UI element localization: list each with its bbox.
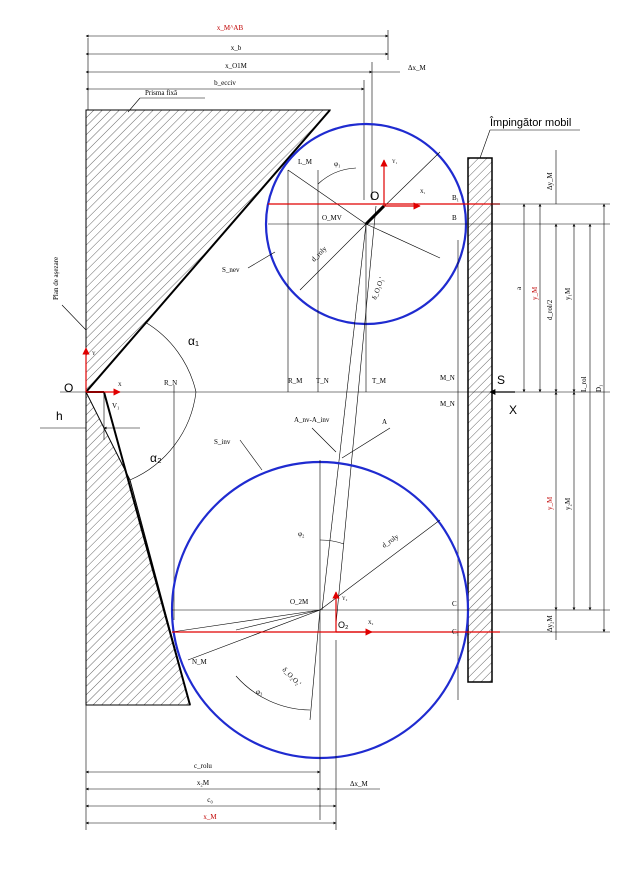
bottom-dim2-label: x₂M xyxy=(197,779,210,787)
right-dimensions: Δy_M a y_M d_rol/2 y₁M L_rol D₁ y_M y₂M … xyxy=(490,150,610,640)
axis-x-label: X xyxy=(118,383,122,388)
point-b1-label: B₁ xyxy=(452,194,459,202)
axis-y-label: Y xyxy=(92,352,96,357)
bottom-red-label: x_M xyxy=(203,813,217,821)
oo-upper-label: δ_O₁O₁' xyxy=(370,276,385,300)
right-dim-y1-red-label: y_M xyxy=(531,286,539,300)
arrow-x-label: X xyxy=(509,403,517,417)
point-r-left-label: R_N xyxy=(164,379,177,387)
top-dim3-right-label: Δx_M xyxy=(408,64,427,72)
top-dim2-label: x_b xyxy=(231,44,242,52)
a-range-label: A_nv-A_inv xyxy=(294,416,330,424)
bottom-dim2-right-label: Δx_M xyxy=(350,780,369,788)
top-dim4-label: b_ecciv xyxy=(214,79,236,87)
s-inv-label: S_inv xyxy=(214,438,231,446)
right-dim-a-label: a xyxy=(515,286,523,290)
point-t-right-label: T_M xyxy=(372,377,387,385)
axis-x1-label: X₁ xyxy=(420,190,426,195)
point-b-label: B xyxy=(452,214,457,222)
a-label: A xyxy=(382,418,387,426)
bottom-dim1-label: c_rolu xyxy=(194,762,212,770)
alpha1-label: α₁ xyxy=(188,334,199,348)
lower-roller: O₂ Y₂ X₂ O_2M C C₁ N_M φ₂ φ₃ d_roly δ_O₂… xyxy=(170,438,610,820)
plan-asezare: Plan de așezare xyxy=(52,257,87,331)
phi1-label: φ₁ xyxy=(334,160,340,168)
upper-roller: O Y₁ X₁ O_MV B₁ B φ₁ L_M d_roly δ_O₁O₁' … xyxy=(222,122,610,392)
axis-y2-label: Y₂ xyxy=(342,597,348,602)
plan-asezare-label: Plan de așezare xyxy=(52,257,60,300)
axis-y1-label: Y₁ xyxy=(392,160,398,165)
middle-points: R_N R_M T_N T_M M_N M_N A A_nv-A_inv xyxy=(164,205,459,700)
origin-o-frame: O Y X V₁ h xyxy=(40,347,140,440)
point-t-mid-label: T_N xyxy=(316,377,329,385)
alpha-arcs: α₁ α₂ xyxy=(129,321,199,481)
bottom-dimensions: c_rolu x₂M Δx_M c₀ x_M xyxy=(85,640,380,830)
right-dim-bottom-label: Δy₂M xyxy=(546,615,554,632)
prism-fix-label: Prisma fixă xyxy=(145,89,178,97)
origin-o-label: O xyxy=(64,381,73,395)
point-h-label: h xyxy=(56,409,63,423)
point-o1m-label: O_MV xyxy=(322,214,342,222)
right-dim-y2m-label: y₂M xyxy=(564,497,572,510)
fixed-prism: Prisma fixă xyxy=(85,89,332,706)
moving-pusher: Împingător mobil xyxy=(467,116,580,683)
bottom-dim3-label: c₀ xyxy=(207,796,213,804)
axis-x2-label: X₂ xyxy=(368,621,374,626)
oo-lower-label: δ_O₂O₂' xyxy=(281,666,303,688)
point-s-label: S xyxy=(497,373,505,387)
point-n-label: N_M xyxy=(192,658,208,666)
top-dimensions: x_M^AB x_b x_O1M Δx_M b_ecciv xyxy=(85,24,427,200)
point-m-lower-label: M_N xyxy=(440,400,455,408)
origin-o2-label: O₂ xyxy=(338,620,349,630)
d-lower-label: d_roly xyxy=(381,532,401,549)
right-dim-y1m-label: y₁M xyxy=(564,287,572,300)
point-c1-label: C₁ xyxy=(452,628,459,636)
impingator-label: Împingător mobil xyxy=(489,116,571,129)
right-dim-d1-label: D₁ xyxy=(595,385,603,393)
alpha2-label: α₂ xyxy=(150,451,162,465)
point-o2m-label: O_2M xyxy=(290,598,309,606)
right-dim-lrol-label: L_rol xyxy=(580,376,588,392)
top-dim3-label: x_O1M xyxy=(225,62,248,70)
point-c-label: C xyxy=(452,600,457,608)
d-upper-label: d_roly xyxy=(310,244,329,263)
x-axis-line: S X xyxy=(60,373,610,417)
s-lgv-label: S_nev xyxy=(222,266,240,274)
phi3-label: φ₃ xyxy=(256,688,263,696)
right-dim-d-label: d_rol/2 xyxy=(546,299,554,320)
right-dim-y2-red-label: y_M xyxy=(546,496,554,510)
point-m-upper-label: M_N xyxy=(440,374,455,382)
point-r-mid-label: R_M xyxy=(288,377,303,385)
right-dim-top-label: Δy_M xyxy=(546,171,554,190)
point-v-label: V₁ xyxy=(112,402,120,410)
point-l1m-label: L_M xyxy=(298,158,313,166)
phi2-label: φ₂ xyxy=(298,530,305,538)
top-red-dim-label: x_M^AB xyxy=(217,24,244,32)
origin-o1-label: O xyxy=(370,189,379,203)
